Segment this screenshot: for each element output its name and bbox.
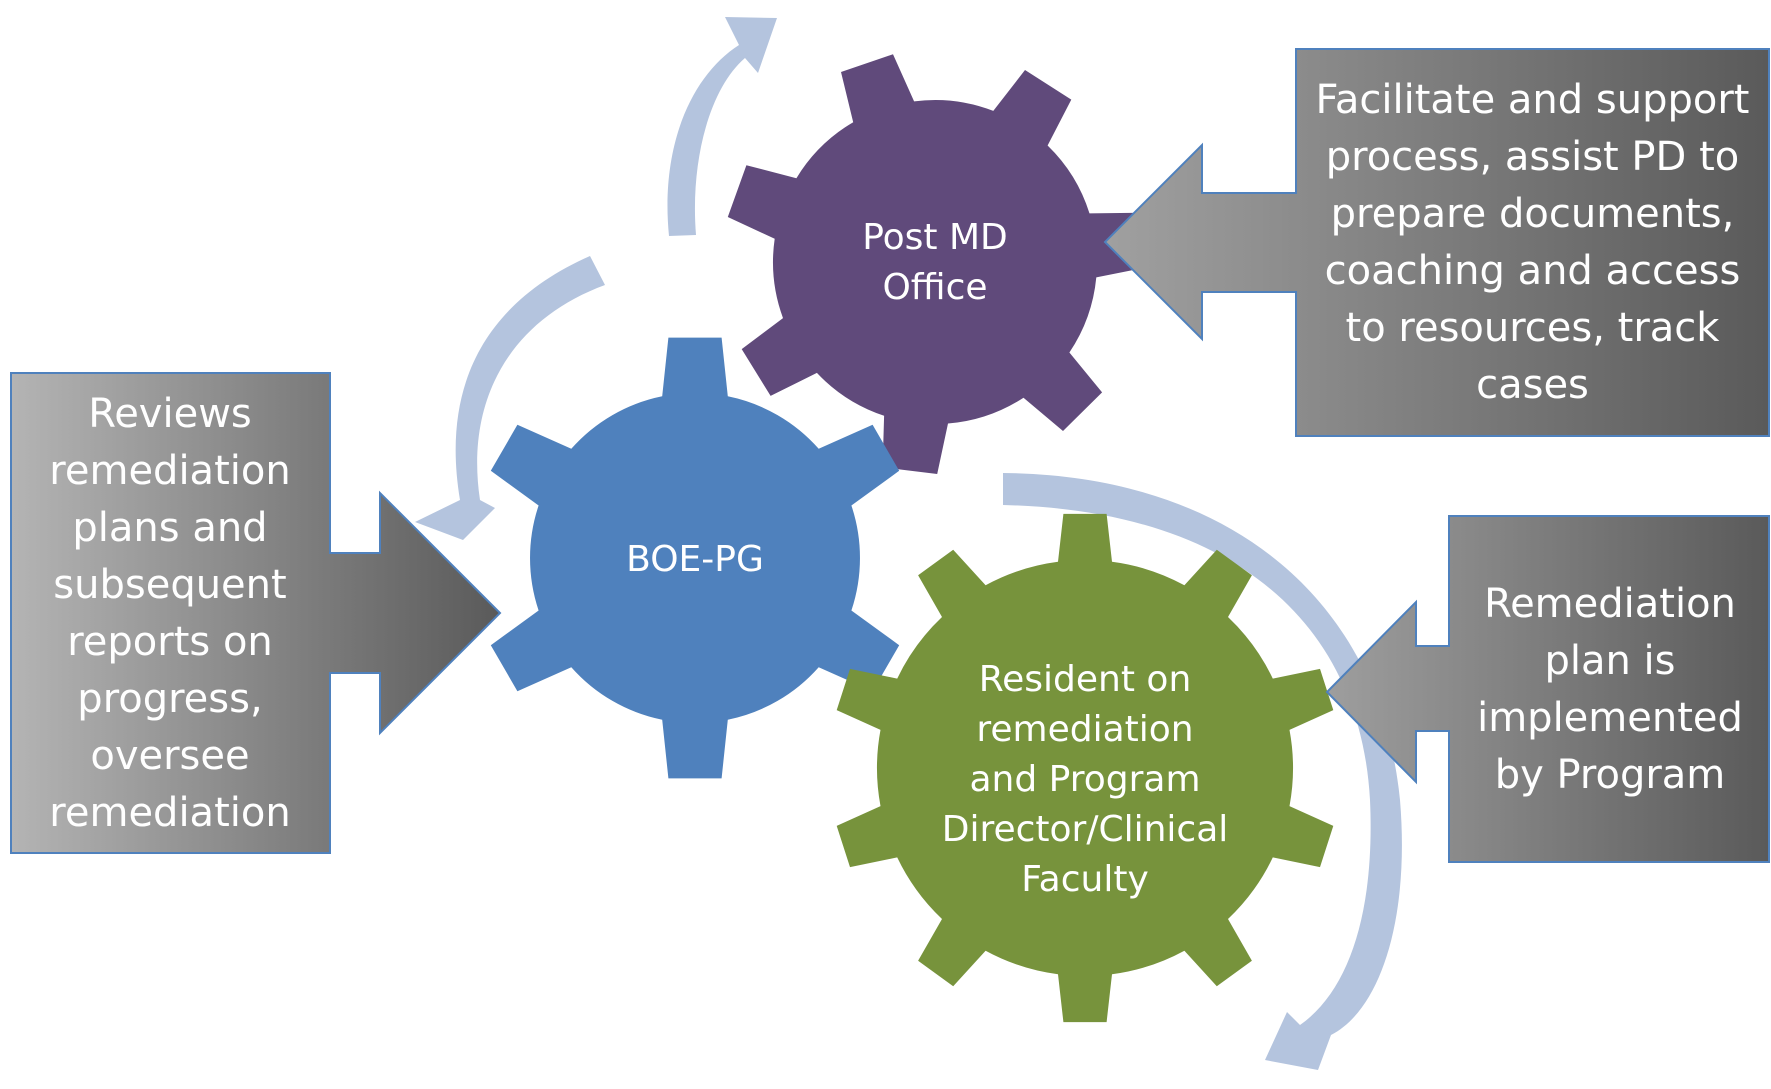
resident-program-gear — [836, 513, 1334, 1023]
callout-arrow-resident — [1325, 515, 1770, 863]
callout-arrow-post-md — [1103, 48, 1770, 437]
callout-arrow-boe — [10, 372, 502, 854]
cycle-arrow-top — [667, 17, 777, 236]
post-md-office-gear — [727, 54, 1147, 474]
cycle-arrow-left — [415, 256, 605, 540]
boe-pg-gear — [490, 337, 900, 779]
